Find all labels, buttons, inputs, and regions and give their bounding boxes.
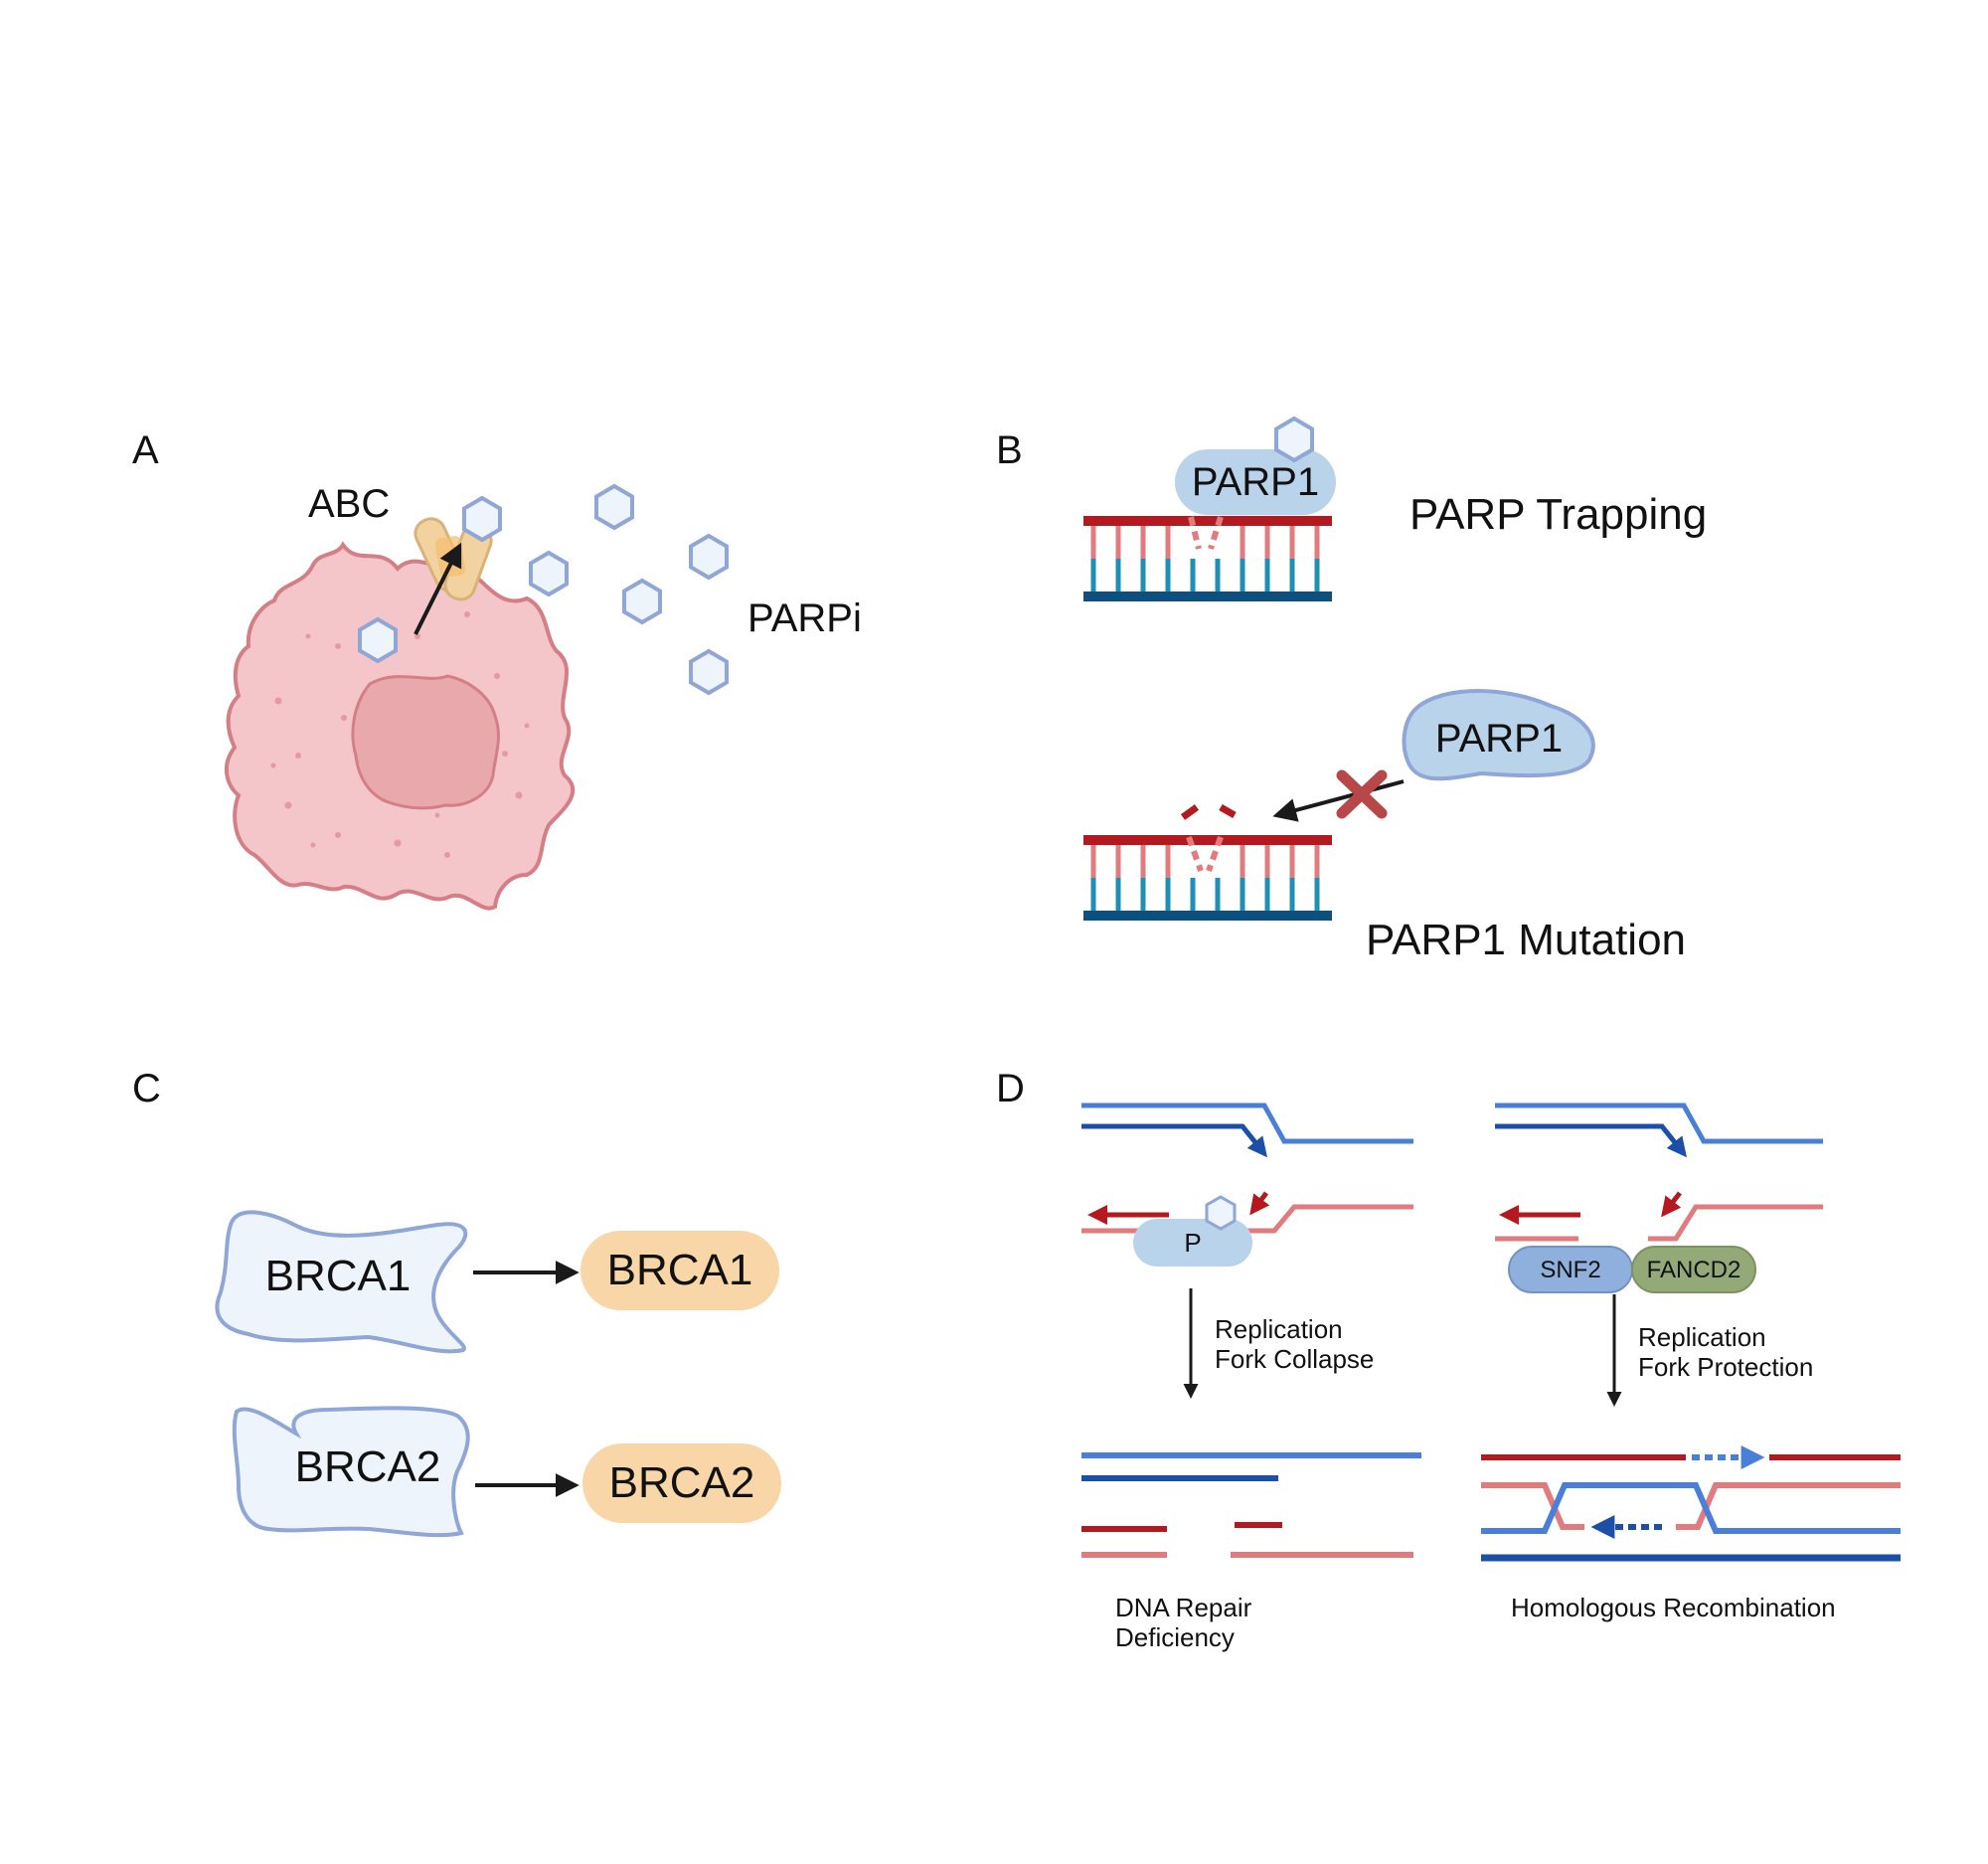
dna-ladder-trapping <box>1083 516 1332 601</box>
nucleus <box>351 674 500 810</box>
outcome-left-line1: DNA Repair <box>1115 1593 1252 1622</box>
collapse-line2: Fork Collapse <box>1215 1344 1374 1374</box>
brca2-restored-label: BRCA2 <box>609 1458 755 1507</box>
brca2-restored-pill: BRCA2 <box>582 1443 781 1523</box>
collapsed-dna <box>1081 1452 1421 1558</box>
hexagon-icon <box>689 534 729 580</box>
parp-on-fork: P <box>1133 1195 1252 1267</box>
dna-ladder-mutation <box>1083 803 1332 921</box>
panel-c-label: C <box>132 1067 161 1110</box>
cell-speckles <box>270 611 530 858</box>
broken-strand <box>1186 836 1224 872</box>
brca1-mutant-label: BRCA1 <box>265 1252 412 1300</box>
hexagon-icon <box>689 649 729 695</box>
replication-fork-left <box>1081 1102 1413 1234</box>
protection-line2: Fork Protection <box>1638 1352 1813 1382</box>
parp-short-label: P <box>1184 1228 1201 1258</box>
parp1-mutation-label: PARP1 Mutation <box>1366 916 1686 964</box>
hexagon-icon <box>529 551 569 596</box>
hexagon-icon <box>594 484 634 530</box>
panel-b-label: B <box>996 428 1023 472</box>
snf2-label: SNF2 <box>1540 1257 1600 1283</box>
cross-icon <box>1336 769 1388 819</box>
homologous-recombination-dna <box>1481 1445 1901 1562</box>
brca2-mutant-label: BRCA2 <box>295 1442 441 1491</box>
broken-strand <box>1188 516 1224 550</box>
hexagon-icon <box>1274 417 1314 462</box>
free-parp1: PARP1 <box>1402 689 1595 781</box>
outcome-right-label: Homologous Recombination <box>1511 1593 1836 1622</box>
panel-d-label: D <box>996 1067 1025 1110</box>
parp-trapping-label: PARP Trapping <box>1409 490 1707 539</box>
free-parp1-label: PARP1 <box>1435 717 1563 761</box>
brca1-restored-label: BRCA1 <box>607 1246 753 1294</box>
hexagon-icon <box>622 579 662 624</box>
trapped-parp1: PARP1 <box>1175 417 1336 515</box>
outcome-left-line2: Deficiency <box>1115 1622 1235 1652</box>
parpi-label: PARPi <box>747 596 862 640</box>
replication-fork-right <box>1495 1102 1823 1242</box>
efflux-arrow <box>414 542 462 635</box>
fancd2-protein: FANCD2 <box>1631 1246 1756 1293</box>
cancer-cell <box>224 541 576 911</box>
trapped-parp1-label: PARP1 <box>1192 460 1319 504</box>
protection-line1: Replication <box>1638 1322 1766 1352</box>
panel-a-label: A <box>132 428 159 472</box>
abc-transporter-label: ABC <box>308 482 390 526</box>
fancd2-label: FANCD2 <box>1647 1257 1741 1283</box>
brca1-restored-pill: BRCA1 <box>580 1231 779 1310</box>
hexagon-icon <box>1205 1195 1237 1231</box>
snf2-protein: SNF2 <box>1508 1246 1633 1293</box>
hexagon-icon <box>358 617 398 663</box>
collapse-line1: Replication <box>1215 1314 1343 1344</box>
hexagon-icon <box>462 496 502 542</box>
blocked-arrow <box>1272 779 1405 822</box>
brca1-mutant-blob: BRCA1 <box>215 1210 468 1354</box>
brca2-mutant-blob: BRCA2 <box>232 1406 470 1538</box>
